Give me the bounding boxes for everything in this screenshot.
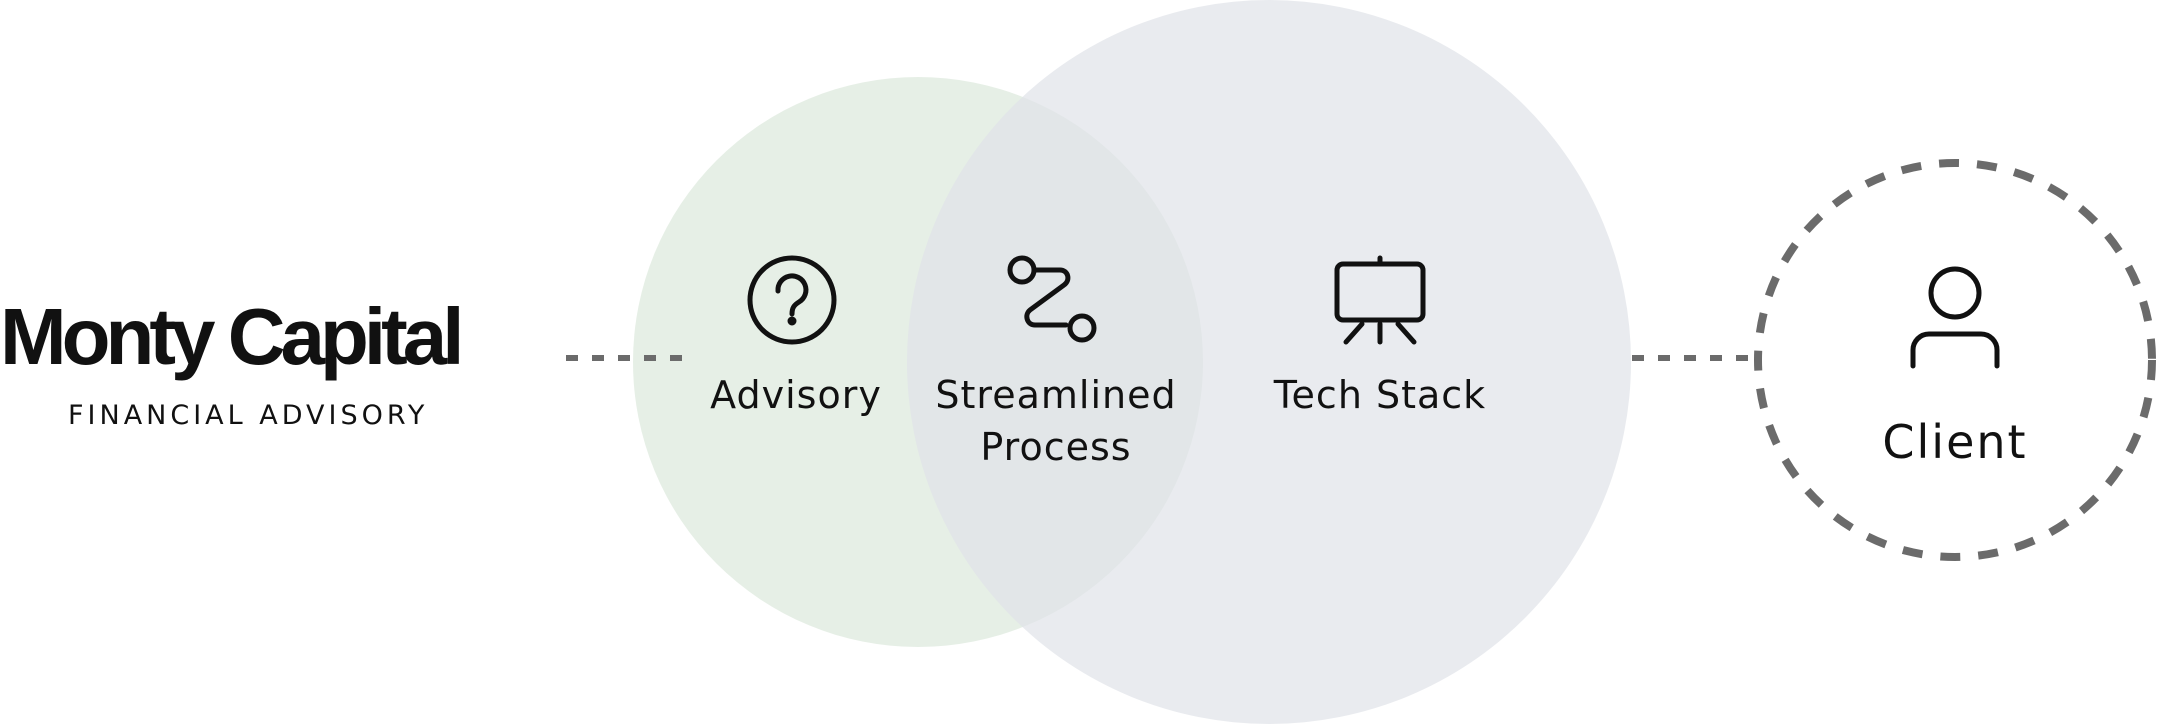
question-circle-icon (747, 255, 837, 345)
presentation-board-icon (1334, 255, 1426, 345)
brand-subtitle: FINANCIAL ADVISORY (68, 400, 428, 431)
client-circle (1754, 159, 2156, 561)
route-icon (1007, 255, 1097, 343)
advisory-label: Advisory (710, 373, 882, 417)
client-label: Client (1882, 415, 2027, 469)
streamlined-label-line2: Process (980, 425, 1131, 469)
user-icon (1910, 266, 2000, 369)
tech-stack-circle (907, 0, 1631, 724)
tech-stack-label: Tech Stack (1273, 373, 1486, 417)
brand-title: Monty Capital (0, 292, 459, 381)
streamlined-label-line1: Streamlined (935, 373, 1176, 417)
